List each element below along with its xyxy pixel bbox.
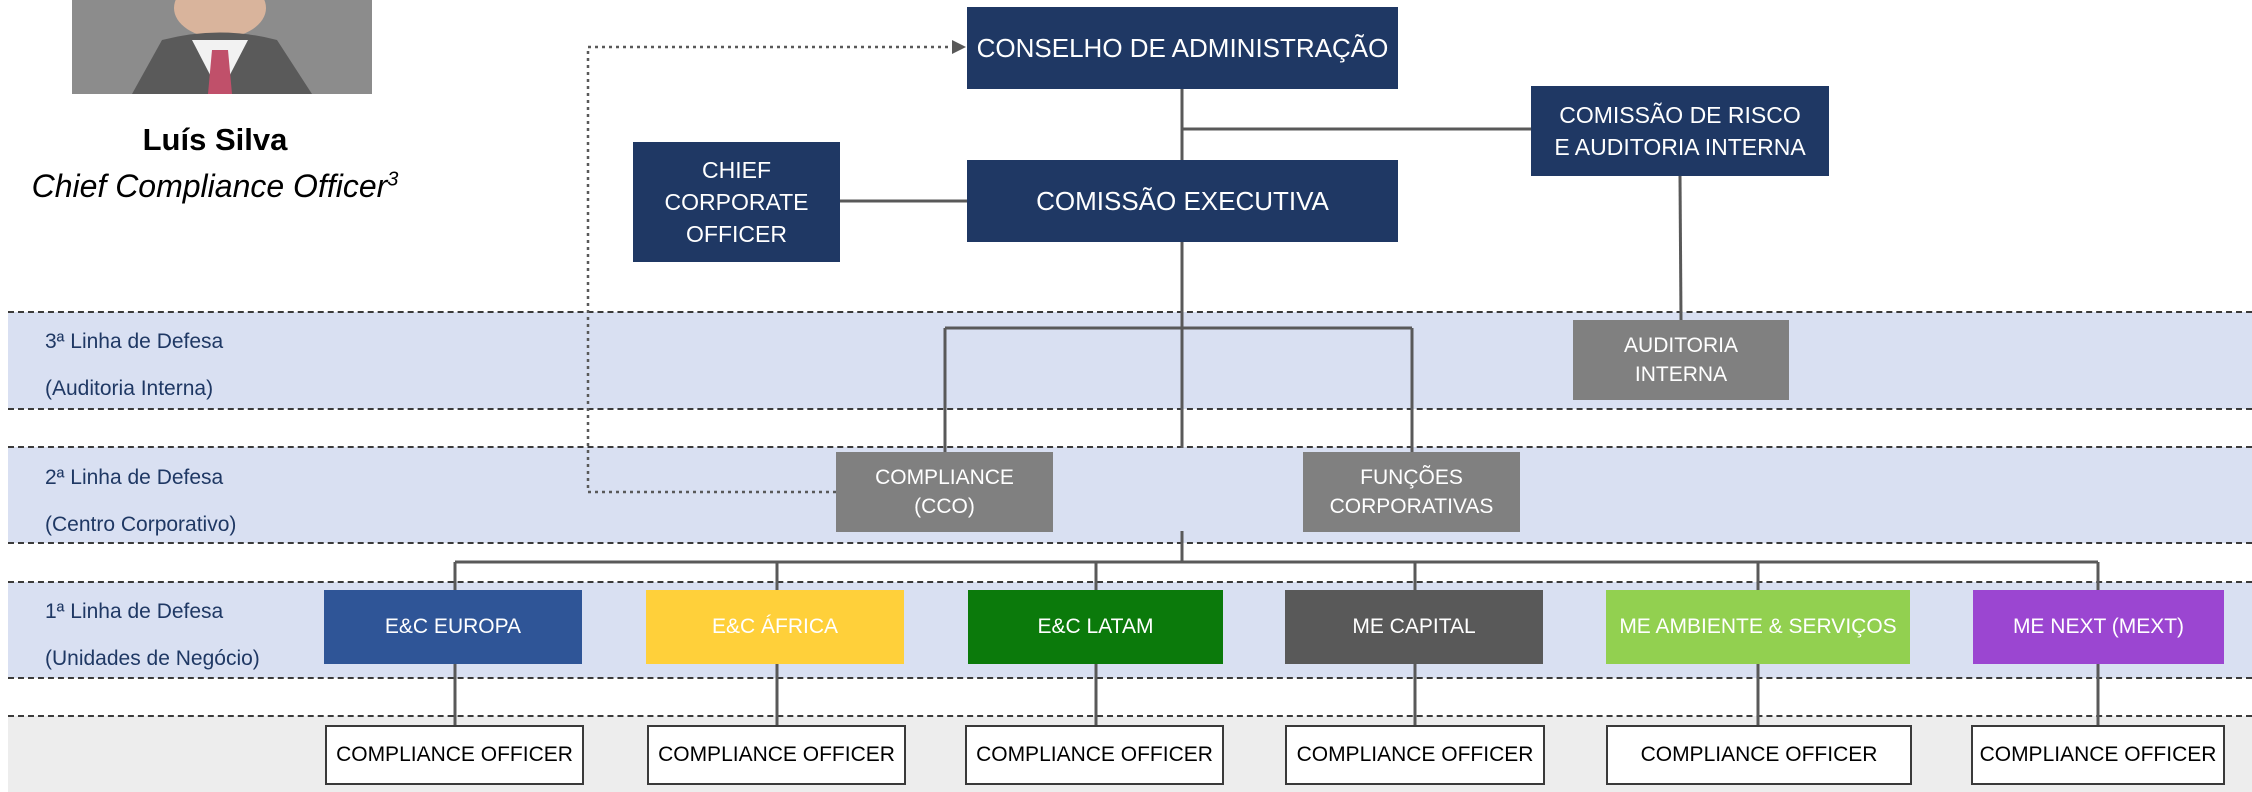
person-name: Luís Silva (142, 122, 288, 157)
business-unit-ec-europa: E&C EUROPA (324, 590, 582, 664)
business-unit-me-next: ME NEXT (MEXT) (1973, 590, 2224, 664)
risk-committee-box: COMISSÃO DE RISCO E AUDITORIA INTERNA (1531, 86, 1829, 176)
business-unit-me-capital: ME CAPITAL (1285, 590, 1543, 664)
person-title: Chief Compliance Officer3 (0, 168, 430, 205)
executive-committee-box: COMISSÃO EXECUTIVA (967, 160, 1398, 242)
divider (8, 581, 2252, 583)
compliance-officer-ec-europa: COMPLIANCE OFFICER (325, 725, 584, 785)
board-box: CONSELHO DE ADMINISTRAÇÃO (967, 7, 1398, 89)
compliance-officer-me-capital: COMPLIANCE OFFICER (1285, 725, 1545, 785)
internal-audit-box: AUDITORIA INTERNA (1573, 320, 1789, 400)
divider (8, 311, 2252, 313)
footnote-marker: 3 (387, 168, 399, 191)
person-photo-illustration (72, 0, 372, 94)
second-line-title: 2ª Linha de Defesa (45, 466, 224, 489)
person-photo (72, 0, 372, 94)
first-line-title: 1ª Linha de Defesa (45, 600, 224, 623)
divider (8, 542, 2252, 544)
corporate-functions-box: FUNÇÕES CORPORATIVAS (1303, 452, 1520, 532)
compliance-officer-ec-latam: COMPLIANCE OFFICER (965, 725, 1224, 785)
third-line-title: 3ª Linha de Defesa (45, 330, 224, 353)
divider (8, 408, 2252, 410)
divider (8, 446, 2252, 448)
compliance-officer-ec-africa: COMPLIANCE OFFICER (647, 725, 906, 785)
business-unit-ec-latam: E&C LATAM (968, 590, 1223, 664)
person-title-text: Chief Compliance Officer (31, 168, 388, 204)
business-unit-ec-africa: E&C ÁFRICA (646, 590, 904, 664)
divider (8, 715, 2252, 717)
second-line-subtitle: (Centro Corporativo) (45, 513, 237, 536)
band-second-line (8, 447, 2252, 543)
business-unit-me-ambiente: ME AMBIENTE & SERVIÇOS (1606, 590, 1910, 664)
divider (8, 677, 2252, 679)
third-line-subtitle: (Auditoria Interna) (45, 377, 214, 400)
compliance-officer-me-ambiente: COMPLIANCE OFFICER (1606, 725, 1912, 785)
first-line-subtitle: (Unidades de Negócio) (45, 647, 260, 670)
compliance-officer-me-next: COMPLIANCE OFFICER (1971, 725, 2225, 785)
chief-corporate-officer-box: CHIEF CORPORATE OFFICER (633, 142, 840, 262)
compliance-box: COMPLIANCE (CCO) (836, 452, 1053, 532)
